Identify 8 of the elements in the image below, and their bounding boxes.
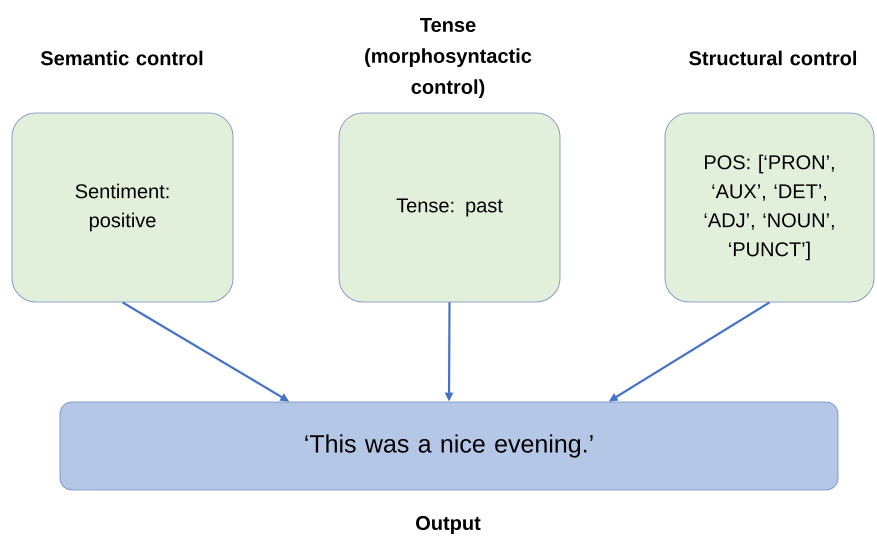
control-box: Tense: past (338, 112, 560, 302)
heading: Tense (morphosyntactic control) (365, 18, 532, 98)
heading: Output (416, 516, 481, 534)
heading: Structural control (689, 50, 856, 66)
control-box: POS: [‘PRON’, ‘AUX’, ‘DET’, ‘ADJ’, ‘NOUN’, ‘PUNCT’] (664, 112, 874, 302)
heading: Semantic control (40, 50, 202, 66)
control-box: Sentiment: positive (12, 112, 234, 302)
output-box: ‘This was a nice evening.’ (60, 402, 838, 490)
